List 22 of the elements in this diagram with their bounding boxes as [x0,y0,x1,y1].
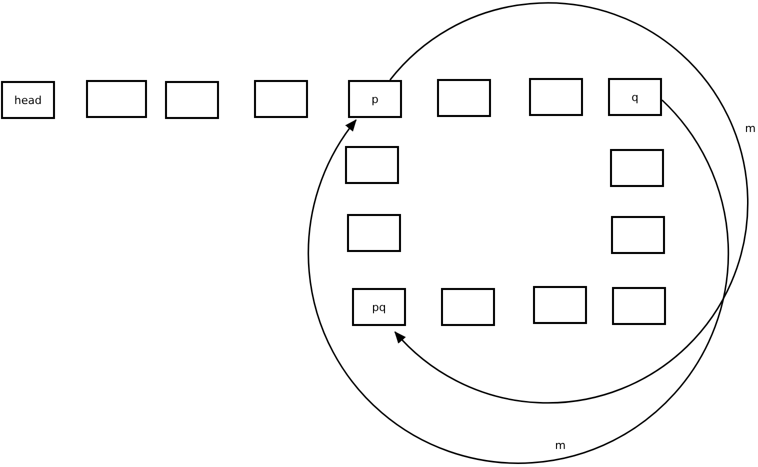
list-node-box [1,81,55,119]
empty-box [165,81,219,119]
empty-box [86,80,147,118]
node-label: p [372,92,378,106]
empty-box [533,286,587,324]
empty-box [441,288,495,326]
list-node-box [352,288,406,326]
empty-box [345,146,399,184]
node-label: pq [372,300,386,314]
empty-box [437,79,491,117]
curved-arrow [308,99,729,464]
empty-box [611,216,665,254]
empty-box [347,214,401,252]
list-node-box [348,80,402,118]
empty-box [612,287,666,325]
node-label: q [632,90,638,104]
list-node-box [608,78,662,116]
empty-box [254,80,308,118]
node-label: head [14,94,42,106]
curved-arrow [389,2,748,404]
empty-box [529,78,583,116]
empty-box [610,149,664,187]
